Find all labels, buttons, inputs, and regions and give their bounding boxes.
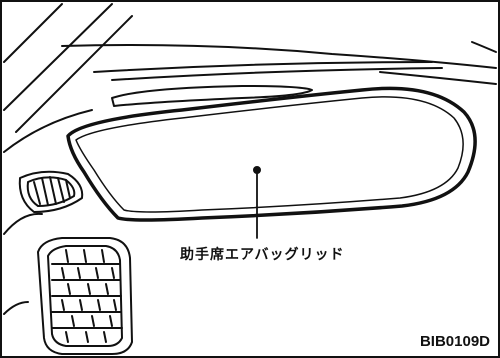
console-contour (3, 301, 29, 315)
side-air-vent (18, 170, 84, 213)
windshield-lines (3, 3, 133, 133)
airbag-lid-panel (66, 86, 477, 239)
dashboard-top-edge (61, 44, 497, 81)
defroster-slot (111, 85, 313, 107)
dashboard-left-contour (3, 109, 93, 235)
dashboard-right-contour (379, 41, 497, 85)
figure-code: BIB0109D (419, 333, 490, 350)
airbag-lid-callout-label: 助手席エアバッグリッド (180, 247, 345, 263)
center-air-vent-grille (37, 237, 133, 355)
